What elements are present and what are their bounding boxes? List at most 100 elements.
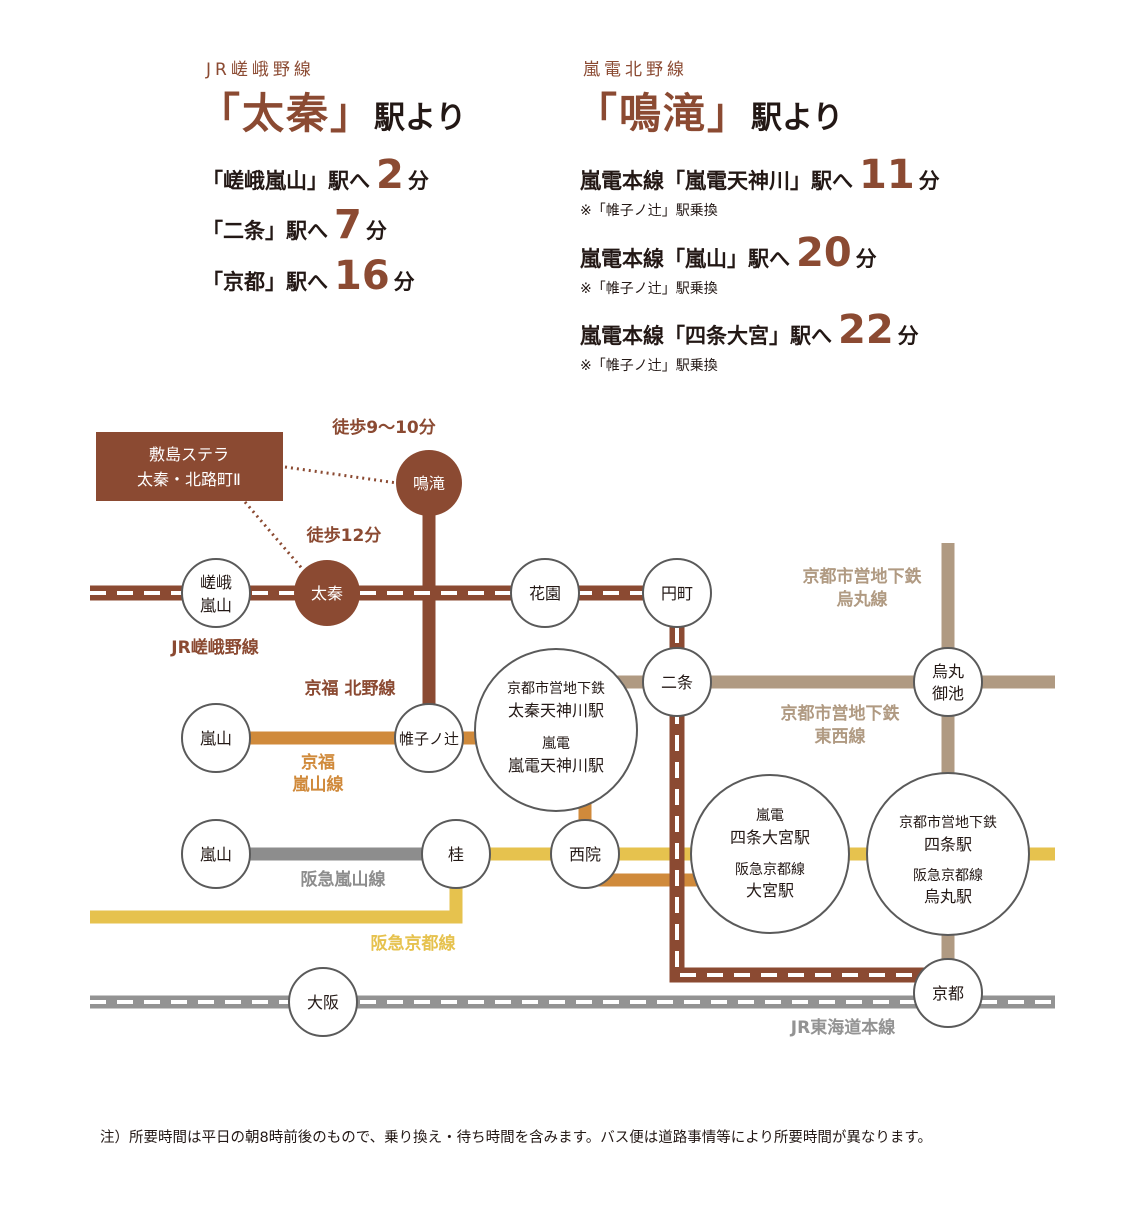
route-minutes: 7 <box>334 202 362 248</box>
property-name-line1: 敷島ステラ <box>149 445 229 464</box>
route-text: 「二条」駅へ <box>202 219 328 243</box>
station-label: 烏丸 <box>932 662 964 681</box>
route-text: 「京都」駅へ <box>202 270 328 294</box>
station-arashiyama-randen <box>181 703 251 773</box>
close-bracket: 」 <box>330 89 375 138</box>
station-label: 阪急京都線 <box>913 868 983 884</box>
footer-note: 注）所要時間は平日の朝8時前後のもので、乗り換え・待ち時間を含みます。バス便は道… <box>100 1130 932 1146</box>
station-arashiyama-hankyu <box>181 819 251 889</box>
line-label-hankyu-kyoto: 阪急京都線 <box>371 933 456 954</box>
open-bracket: 「 <box>575 89 620 138</box>
route-unit: 分 <box>897 324 919 348</box>
station-nijo <box>642 647 712 717</box>
station-shijo-omiya <box>690 774 850 934</box>
station-katabiranotsuji <box>394 703 464 773</box>
station-kyoto <box>913 958 983 1028</box>
property-name-line2: 太秦・北路町Ⅱ <box>137 470 241 489</box>
station-label: 嵐電 <box>756 808 784 824</box>
station-label: 太秦 <box>311 584 343 603</box>
line-label-karasuma: 京都市営地下鉄 <box>803 566 922 587</box>
route-minutes: 11 <box>859 152 915 198</box>
route-unit: 分 <box>365 219 387 243</box>
uzumasa-suffix: 駅より <box>374 100 467 136</box>
line-label-jr-sagano: JR嵯峨野線 <box>170 637 258 658</box>
line-label-keifuku-arashiyama: 京福 <box>301 752 335 773</box>
station-label: 四条駅 <box>924 835 972 854</box>
route-minutes: 2 <box>376 152 404 198</box>
station-label: 大宮駅 <box>746 881 794 900</box>
station-uzumasa <box>294 560 360 626</box>
station-osaka <box>288 967 358 1037</box>
station-karasuma-oike <box>913 647 983 717</box>
line-label-hankyu-arashiyama: 阪急嵐山線 <box>301 869 386 890</box>
walk-label-narutaki: 徒歩9～10分 <box>331 417 436 438</box>
route-text: 「嵯峨嵐山」駅へ <box>202 169 370 193</box>
walk-path-uzumasa <box>243 501 307 573</box>
station-label: 花園 <box>529 584 561 603</box>
station-label: 嵐電 <box>542 736 570 752</box>
station-label: 阪急京都線 <box>735 862 805 878</box>
station-label: 嵐山 <box>200 729 232 748</box>
station-saga-arashiyama <box>181 558 251 628</box>
line-label-jr-tokaido: JR東海道本線 <box>790 1017 895 1038</box>
route-text: 嵐電本線「四条大宮」駅へ <box>580 324 832 348</box>
station-label: 桂 <box>448 845 464 864</box>
narutaki-line-label: 嵐電北野線 <box>583 60 688 80</box>
route-note: ※「帷子ノ辻」駅乗換 <box>580 203 718 219</box>
station-label: 二条 <box>661 673 693 692</box>
open-bracket: 「 <box>198 89 243 138</box>
uzumasa-line-label: JR嵯峨野線 <box>206 60 315 80</box>
station-tenjingawa <box>474 648 638 812</box>
station-label: 円町 <box>661 584 693 603</box>
line-label-keifuku-arashiyama: 嵐山線 <box>293 774 344 795</box>
narutaki-suffix: 駅より <box>751 100 844 136</box>
route-unit: 分 <box>855 247 877 271</box>
jr-sagano-line <box>90 585 948 983</box>
route-minutes: 20 <box>796 230 852 276</box>
route-text: 嵐電本線「嵐山」駅へ <box>580 247 790 271</box>
station-narutaki <box>396 450 462 516</box>
line-label-tozai: 京都市営地下鉄 <box>781 703 900 724</box>
station-label: 御池 <box>932 684 964 703</box>
station-label: 嵐電天神川駅 <box>508 756 604 775</box>
route-minutes: 16 <box>334 253 390 299</box>
narutaki-heading: 「鳴滝」駅より <box>575 80 843 141</box>
station-label: 大阪 <box>307 993 339 1012</box>
walk-label-uzumasa: 徒歩12分 <box>306 525 382 546</box>
station-label: 烏丸駅 <box>924 887 972 906</box>
station-label: 鳴滝 <box>413 474 445 493</box>
station-label: 帷子ノ辻 <box>399 730 459 748</box>
route-text: 嵐電本線「嵐電天神川」駅へ <box>580 169 853 193</box>
line-label-tozai: 東西線 <box>815 726 866 747</box>
route-unit: 分 <box>407 169 429 193</box>
route-note: ※「帷子ノ辻」駅乗換 <box>580 281 718 297</box>
uzumasa-heading: 「太秦」駅より <box>198 80 466 141</box>
route-minutes: 22 <box>838 307 894 353</box>
station-label: 京都市営地下鉄 <box>899 814 997 831</box>
station-label: 京都 <box>932 984 964 1003</box>
line-label-keifuku-kitano: 京福 北野線 <box>305 678 396 699</box>
station-label: 嵐山 <box>200 596 232 615</box>
route-note: ※「帷子ノ辻」駅乗換 <box>580 358 718 374</box>
station-shijo-karasuma <box>866 772 1030 936</box>
route-unit: 分 <box>918 169 940 193</box>
close-bracket: 」 <box>707 89 752 138</box>
station-katsura <box>421 819 491 889</box>
station-label: 四条大宮駅 <box>730 828 810 847</box>
station-label: 太秦天神川駅 <box>508 701 604 720</box>
station-emmachi <box>642 558 712 628</box>
station-hanazono <box>510 558 580 628</box>
station-label: 嵯峨 <box>200 573 232 592</box>
station-label: 嵐山 <box>200 845 232 864</box>
station-label: 西院 <box>569 845 601 864</box>
property-box <box>96 432 283 501</box>
narutaki-station-name: 鳴滝 <box>619 89 708 138</box>
uzumasa-station-name: 太秦 <box>242 89 331 138</box>
